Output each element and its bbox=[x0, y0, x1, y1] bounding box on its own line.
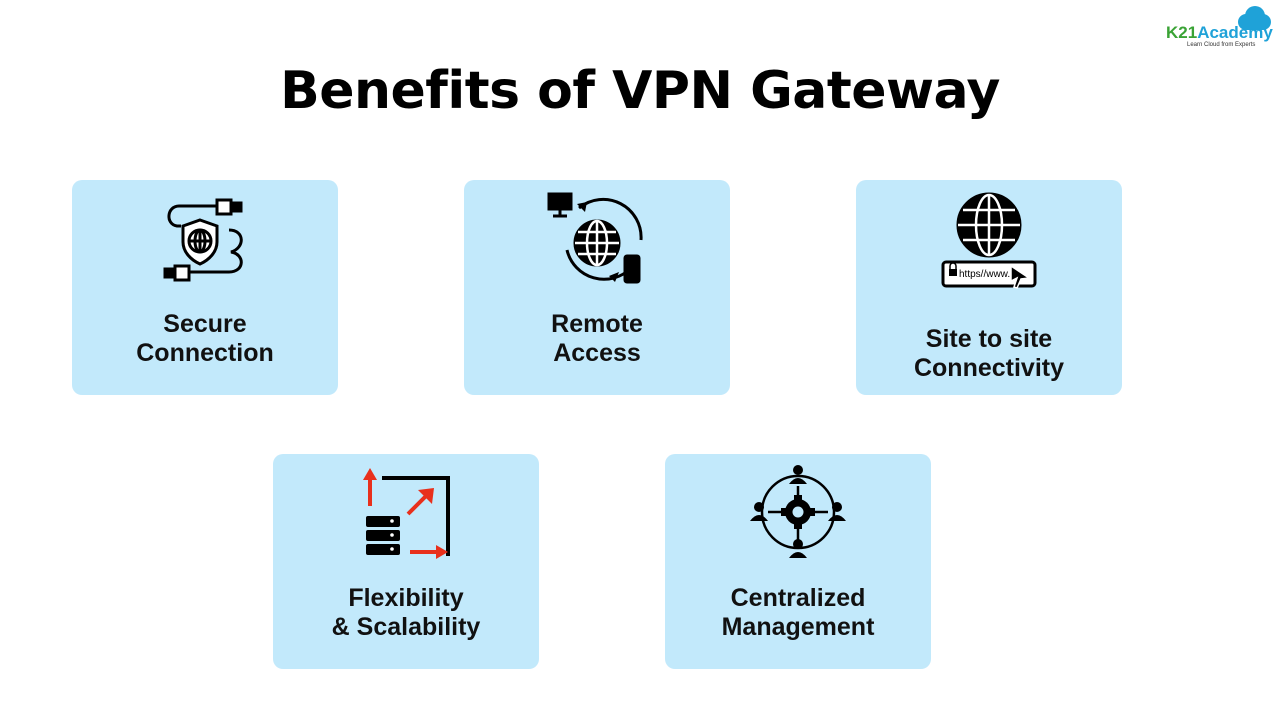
card-label: Remote Access bbox=[551, 310, 643, 367]
card-centralized-management: Centralized Management bbox=[665, 454, 931, 669]
card-remote-access: Remote Access bbox=[464, 180, 730, 395]
site-to-site-icon: https//www. bbox=[941, 192, 1037, 289]
brand-name: K21Academy bbox=[1166, 23, 1273, 42]
page-title: Benefits of VPN Gateway bbox=[280, 61, 1000, 121]
card-flexibility-scalability: Flexibility & Scalability bbox=[273, 454, 539, 669]
brand-tagline: Learn Cloud from Experts bbox=[1187, 42, 1256, 48]
scalability-icon bbox=[363, 468, 450, 559]
card-site-to-site: https//www. Site to site Connectivity bbox=[856, 180, 1122, 395]
remote-access-icon bbox=[547, 192, 643, 284]
cloud-icon bbox=[1238, 6, 1271, 30]
brand-logo: K21Academy Learn Cloud from Experts bbox=[1160, 6, 1276, 50]
card-secure-connection: Secure Connection bbox=[72, 180, 338, 395]
people-icons bbox=[750, 465, 846, 558]
url-text: https//www. bbox=[959, 269, 1010, 280]
card-label: Secure Connection bbox=[136, 310, 274, 367]
gear-icon bbox=[781, 495, 815, 529]
card-label: Site to site Connectivity bbox=[913, 325, 1065, 382]
centralized-management-icon bbox=[750, 465, 846, 558]
secure-connection-icon bbox=[163, 198, 243, 282]
card-label: Flexibility & Scalability bbox=[331, 584, 481, 641]
card-label: Centralized Management bbox=[721, 584, 875, 641]
